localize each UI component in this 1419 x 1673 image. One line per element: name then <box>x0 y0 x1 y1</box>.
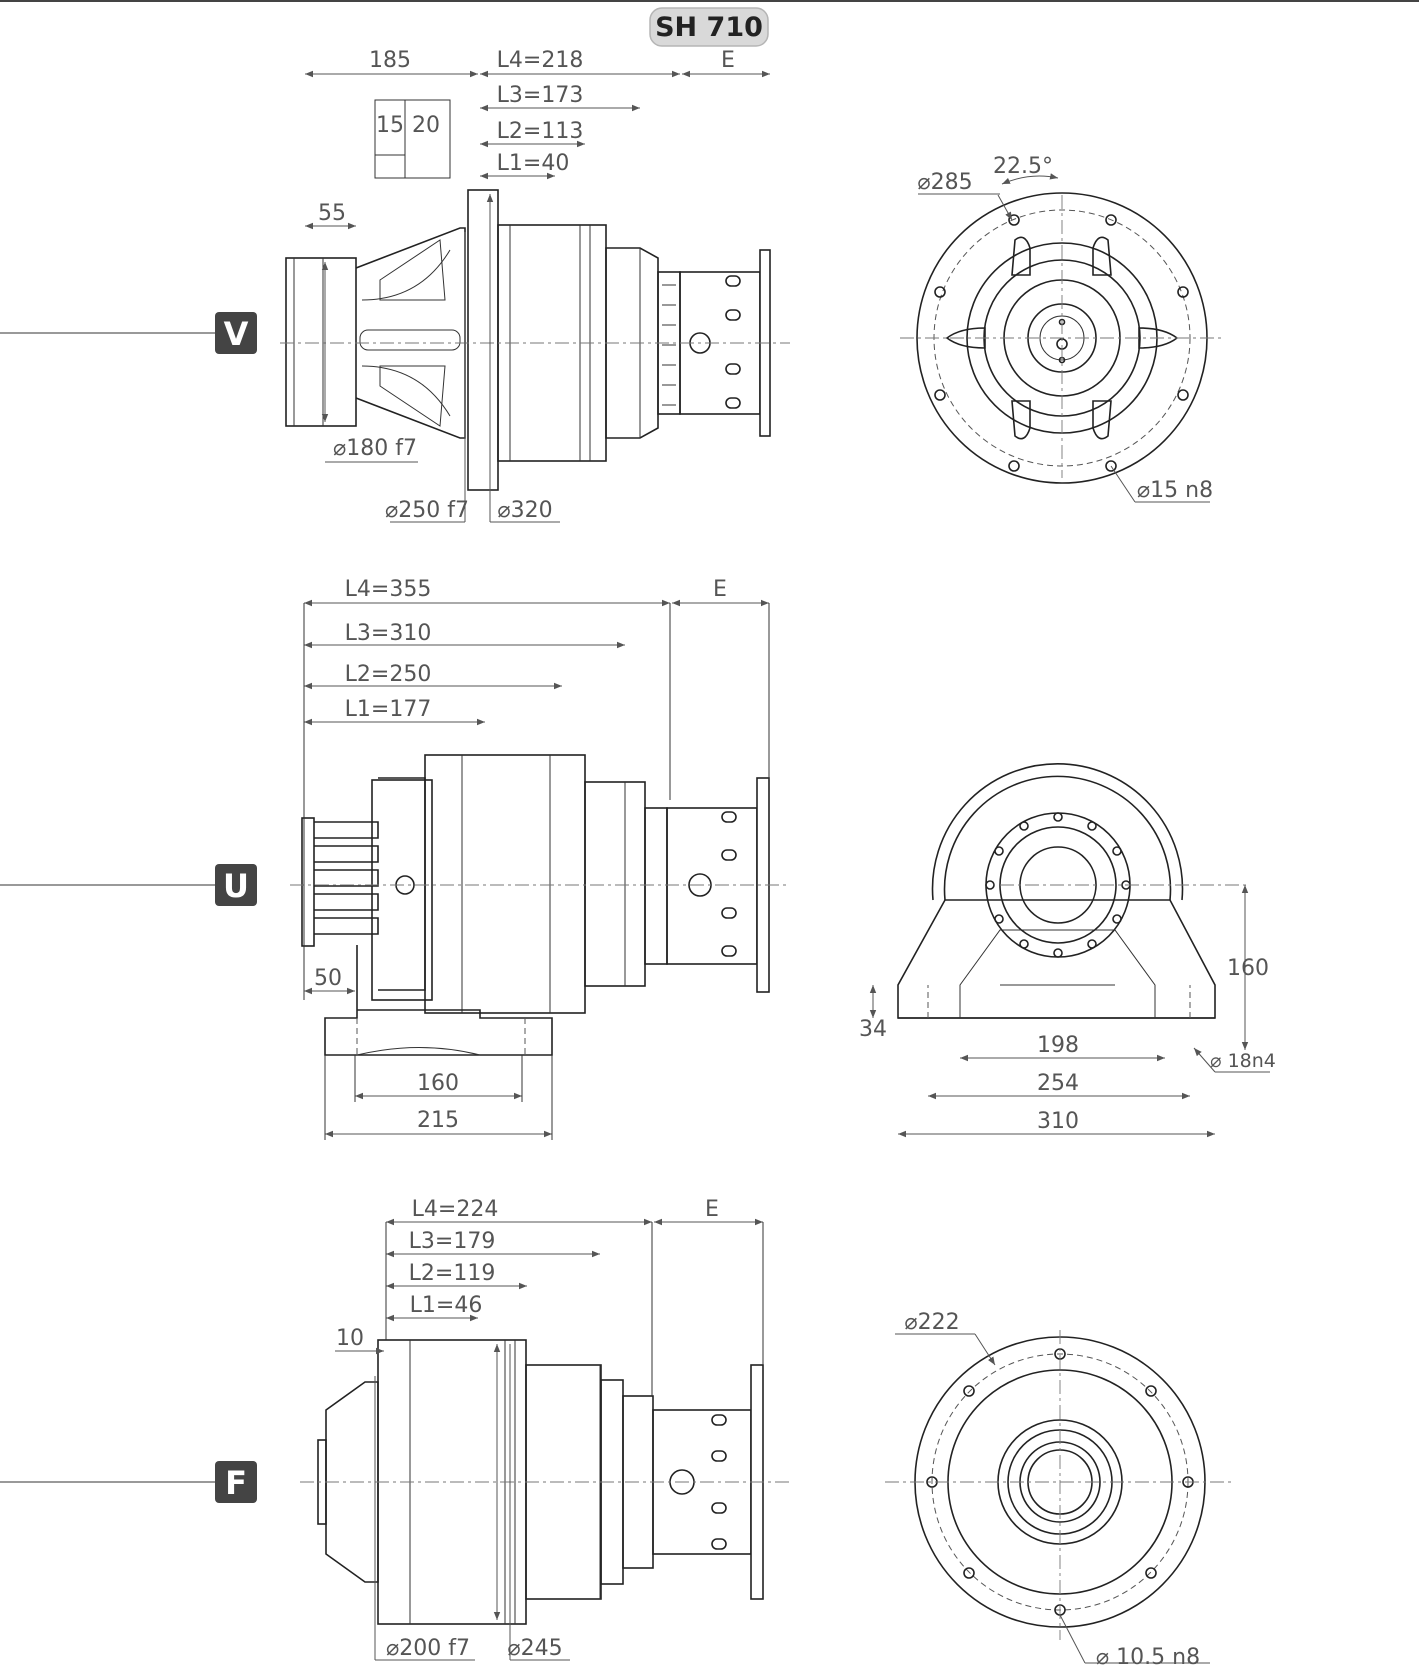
u-dim-198: 198 <box>1037 1033 1079 1058</box>
badge-v-label: V <box>224 315 249 353</box>
v-dim-250f7: ⌀250 f7 <box>385 498 469 523</box>
u-dim-215: 215 <box>417 1108 459 1133</box>
f-dim-l3: L3=179 <box>409 1229 496 1254</box>
u-dim-height: 160 <box>1227 956 1269 981</box>
u-dim-310: 310 <box>1037 1109 1079 1134</box>
f-side-view <box>300 1339 790 1625</box>
u-dim-e: E <box>713 577 727 602</box>
v-dim-pcd: ⌀285 <box>917 170 972 195</box>
f-dim-pcd: ⌀222 <box>904 1310 959 1335</box>
f-dim-e: E <box>705 1197 719 1222</box>
u-front-view <box>897 763 1250 1019</box>
badge-v <box>215 312 257 354</box>
u-dim-34: 34 <box>859 1017 887 1042</box>
v-dim-20: 20 <box>412 113 440 138</box>
v-side-view <box>280 99 790 491</box>
u-dim-hole: ⌀ 18n4 <box>1210 1050 1276 1072</box>
f-dim-l1: L1=46 <box>410 1293 483 1318</box>
variant-f: F L4=224 <box>0 1197 1235 1670</box>
u-front-dimensions: 160 34 198 254 310 ⌀ 18n4 <box>859 885 1276 1138</box>
badge-u-label: U <box>223 867 249 905</box>
u-dim-160: 160 <box>417 1071 459 1096</box>
v-dim-180f7: ⌀180 f7 <box>333 436 417 461</box>
v-dim-185: 185 <box>369 48 411 73</box>
f-dim-l2: L2=119 <box>409 1261 496 1286</box>
u-dim-l3: L3=310 <box>345 621 432 646</box>
f-dim-245: ⌀245 <box>507 1636 562 1661</box>
f-dim-10: 10 <box>336 1326 364 1351</box>
u-dim-254: 254 <box>1037 1071 1079 1096</box>
f-dim-200f7: ⌀200 f7 <box>386 1636 470 1661</box>
model-title-text: SH 710 <box>655 12 763 43</box>
v-dimensions: 185 L4=218 E L3=173 L2=113 L1=40 15 20 5… <box>305 48 770 523</box>
variant-v: V <box>0 48 1225 523</box>
f-dim-l4: L4=224 <box>412 1197 499 1222</box>
u-dim-50: 50 <box>314 966 342 991</box>
variant-u: U <box>0 577 1276 1140</box>
v-front-view: ⌀285 22.5° ⌀15 n8 <box>900 154 1225 503</box>
v-dim-55: 55 <box>318 201 346 226</box>
f-dim-hole: ⌀ 10.5 n8 <box>1096 1645 1200 1668</box>
badge-f-label: F <box>225 1464 247 1502</box>
u-dimensions: L4=355 E L3=310 L2=250 L1=177 50 160 215 <box>303 577 770 1140</box>
v-dim-e: E <box>721 48 735 73</box>
badge-u <box>215 864 257 906</box>
u-dim-l2: L2=250 <box>345 662 432 687</box>
f-dimensions: L4=224 E L3=179 L2=119 L1=46 10 ⌀200 f7 … <box>335 1197 764 1661</box>
v-dim-hole: ⌀15 n8 <box>1137 478 1213 503</box>
v-dim-320: ⌀320 <box>497 498 552 523</box>
f-front-view: ⌀222 ⌀ 10.5 n8 <box>885 1310 1235 1670</box>
v-dim-l2: L2=113 <box>497 119 584 144</box>
v-dim-15: 15 <box>376 113 404 138</box>
v-dim-l4: L4=218 <box>497 48 584 73</box>
v-dim-angle: 22.5° <box>993 154 1053 179</box>
badge-f <box>215 1461 257 1503</box>
v-dim-l1: L1=40 <box>497 151 570 176</box>
model-title: SH 710 <box>649 7 769 47</box>
u-dim-l4: L4=355 <box>345 577 432 602</box>
u-side-view <box>290 754 790 1056</box>
u-dim-l1: L1=177 <box>345 697 432 722</box>
v-dim-l3: L3=173 <box>497 83 584 108</box>
